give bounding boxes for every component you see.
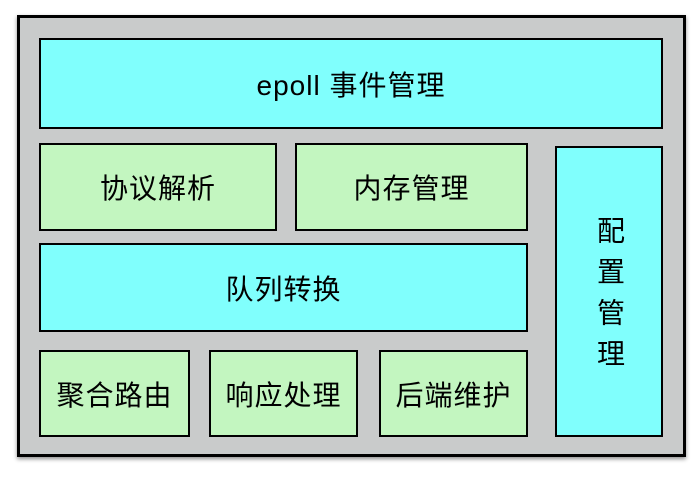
- block-label: epoll 事件管理: [256, 69, 446, 101]
- block-label: 后端维护: [395, 379, 512, 411]
- block-label: 响应处理: [225, 379, 342, 411]
- block-label: 队列转换: [225, 273, 342, 305]
- block-memory-management: 内存管理: [295, 143, 528, 231]
- block-queue-transform: 队列转换: [39, 243, 528, 332]
- block-aggregate-routing: 聚合路由: [39, 350, 190, 437]
- block-response-handling: 响应处理: [209, 350, 358, 437]
- block-label: 聚合路由: [56, 379, 173, 411]
- block-backend-maintenance: 后端维护: [379, 350, 528, 437]
- diagram-container: epoll 事件管理 协议解析 内存管理 队列转换 聚合路由 响应处理 后端维护…: [17, 15, 686, 457]
- block-label: 协议解析: [99, 173, 216, 204]
- block-label: 内存管理: [353, 173, 470, 204]
- block-protocol-parsing: 协议解析: [39, 143, 277, 231]
- block-config-management: 配置管理: [555, 146, 663, 437]
- block-label: 配置管理: [594, 216, 625, 380]
- block-epoll-event-management: epoll 事件管理: [39, 38, 663, 129]
